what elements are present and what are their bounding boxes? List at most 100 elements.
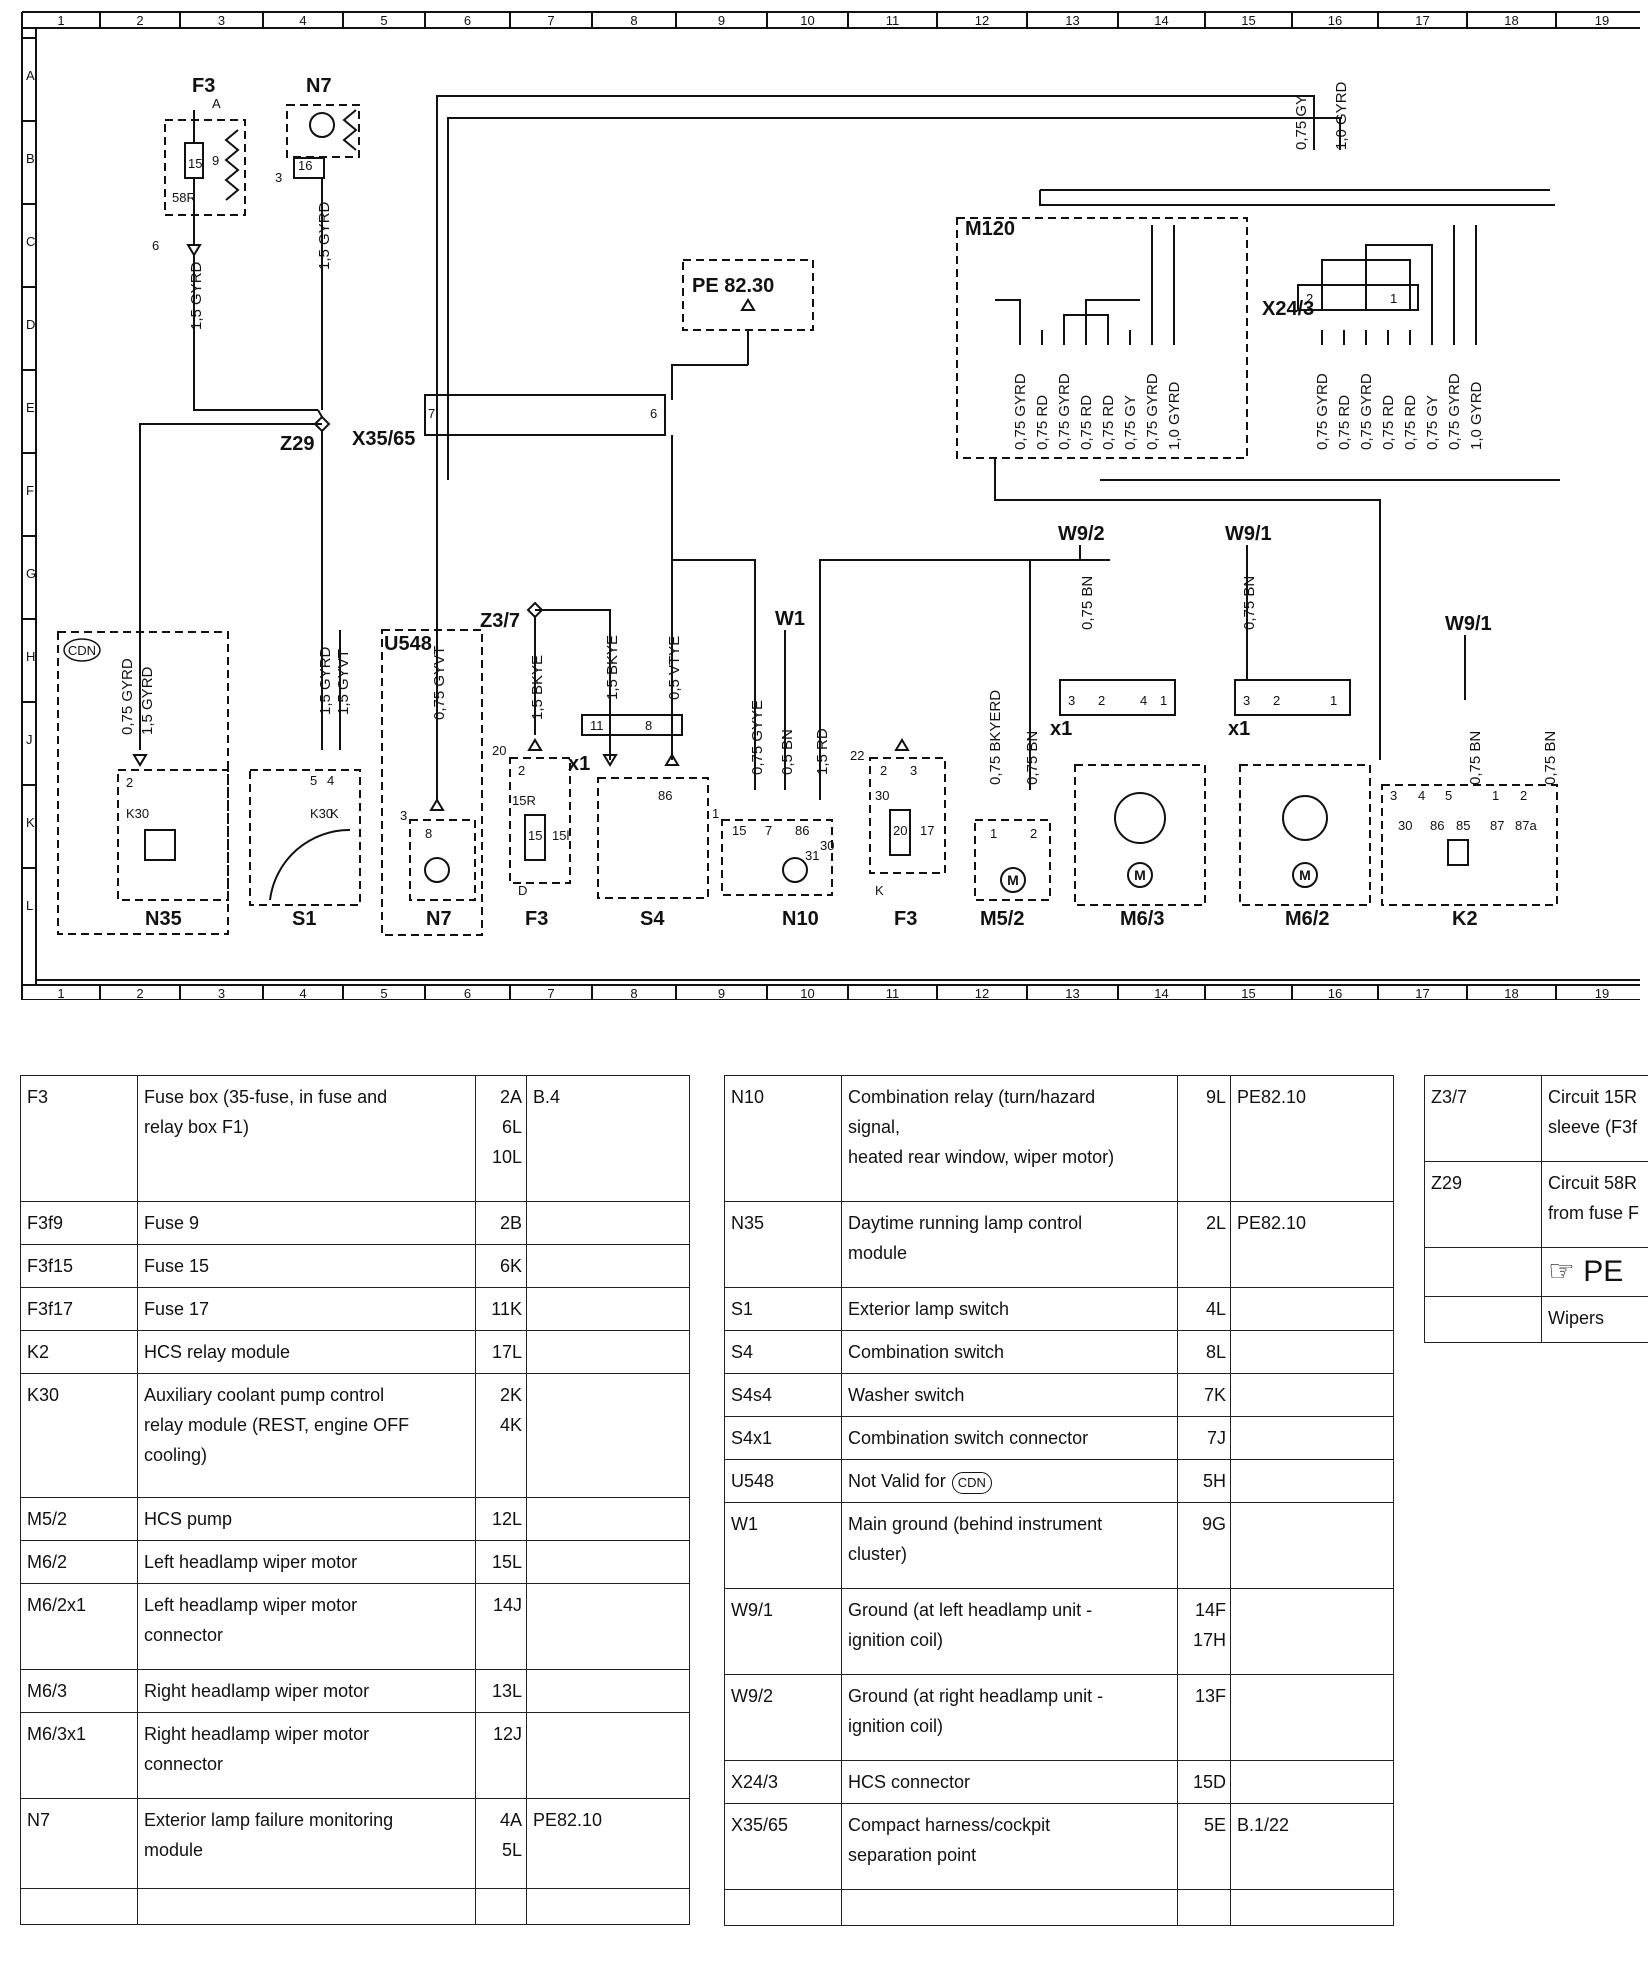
label-x1-c: x1	[1228, 718, 1250, 740]
ruler-row-G: G	[26, 566, 36, 581]
wire-f3-z29	[193, 370, 318, 411]
pin-f3-top-6: 6	[152, 238, 159, 253]
pin-f3-top-58R: 58R	[172, 190, 196, 205]
pin-s4-86: 86	[658, 788, 672, 803]
ruler-col-bottom-17: 17	[1415, 986, 1429, 1000]
legend-description: Combination switch connector	[841, 1416, 1178, 1460]
legend-reference: B.1/22	[1230, 1803, 1394, 1890]
s1-box	[249, 769, 361, 906]
wire-label-f3-top: 1,5 GYRD	[188, 261, 205, 330]
legend-description: HCS relay module	[136, 1330, 477, 1374]
ruler-col-bottom-16: 16	[1328, 986, 1342, 1000]
ruler-col-bottom-7: 7	[547, 986, 554, 1000]
m5-2-box	[974, 819, 1051, 901]
n35-inner	[117, 769, 229, 901]
m6-3-connector	[1059, 679, 1176, 716]
legend-grid-location: 5H	[1176, 1459, 1232, 1503]
ruler-row-A: A	[26, 68, 35, 83]
legend-grid-location: 14J	[475, 1583, 527, 1670]
pin-m62-1: 1	[1330, 693, 1337, 708]
pin-f3m-15l: 15l	[552, 828, 569, 843]
s4-arrow-11	[602, 754, 618, 767]
pin-f3r-22: 22	[850, 748, 864, 763]
legend-description: ☞ PE	[1541, 1247, 1648, 1297]
legend-reference	[526, 1497, 690, 1541]
ruler-col-top-17: 17	[1415, 13, 1429, 28]
legend-description-text: Washer switch	[848, 1385, 965, 1405]
legend-description-text: HCS connector	[848, 1772, 971, 1792]
pin-f3m-D: D	[518, 883, 527, 898]
legend-reference	[526, 1201, 690, 1245]
label-x1-b: x1	[1050, 718, 1072, 740]
pin-f3-top-A: A	[212, 96, 221, 111]
ruler-row-F: F	[26, 483, 34, 498]
legend-description: HCS pump	[136, 1497, 477, 1541]
ruler-col-top-5: 5	[380, 13, 387, 28]
pin-k2-87: 87	[1490, 818, 1504, 833]
label-Z3-7: Z3/7	[480, 610, 520, 632]
ruler-col-bottom-9: 9	[718, 986, 725, 1000]
pin-x24-1: 1	[1390, 291, 1397, 306]
wire-label-m120-2: 0,75 GYRD	[1056, 373, 1073, 450]
pin-f3-top-15: 15	[188, 156, 202, 171]
legend-grid-location: 9L	[1176, 1075, 1232, 1202]
middle-row	[724, 1889, 1394, 1926]
legend-code: M6/3x1	[20, 1712, 138, 1799]
pin-f3r-30: 30	[875, 788, 889, 803]
wire-n10-rd	[819, 559, 1110, 800]
ruler-col-top-7: 7	[547, 13, 554, 28]
m6-3-wiper-icon	[1114, 792, 1166, 844]
pin-n7-top-16: 16	[298, 158, 312, 173]
pin-s1-k30: K30	[310, 806, 333, 821]
wire-label-x24-0: 0,75 GYRD	[1314, 373, 1331, 450]
legend-reference	[1230, 1889, 1394, 1926]
legend-code: F3f17	[20, 1287, 138, 1331]
wire-z29-n35	[139, 423, 322, 750]
legend-code: W9/1	[724, 1588, 842, 1675]
legend-description-text: Exterior lamp failure monitoring module	[144, 1810, 394, 1860]
s1-switch-arc	[269, 828, 351, 901]
legend-grid-location: 9G	[1176, 1502, 1232, 1589]
legend-description-text: Fuse 15	[144, 1256, 210, 1276]
legend-description: Ground (at left headlamp unit - ignition…	[841, 1588, 1178, 1675]
ruler-row-J: J	[26, 732, 33, 747]
legend-code: K2	[20, 1330, 138, 1374]
wire-label-x24-4: 0,75 RD	[1402, 395, 1419, 450]
legend-code: M5/2	[20, 1497, 138, 1541]
legend-code: N35	[724, 1201, 842, 1288]
legend-code	[20, 1888, 138, 1925]
label-N10: N10	[782, 908, 819, 930]
s4-connector	[581, 714, 683, 736]
wire-label-n10-bn: 0,5 BN	[779, 729, 796, 775]
wire-pe	[671, 364, 748, 400]
pin-s1-4: 4	[327, 773, 334, 788]
ruler-col-top-2: 2	[136, 13, 143, 28]
pin-f3r-K: K	[875, 883, 884, 898]
n10-box	[721, 819, 833, 896]
x35-separation-line	[424, 394, 666, 436]
legend-reference	[1230, 1330, 1394, 1374]
wire-label-m120-4: 0,75 RD	[1100, 395, 1117, 450]
fuse-20-right	[889, 809, 911, 856]
ruler-col-top-10: 10	[800, 13, 814, 28]
wire-label-n10-gyye: 0,75 GYYE	[749, 700, 766, 775]
legend-code: S1	[724, 1287, 842, 1331]
label-N7-bottom: N7	[426, 908, 452, 930]
legend-grid-location: 13F	[1176, 1674, 1232, 1761]
legend-description: Main ground (behind instrument cluster)	[841, 1502, 1178, 1589]
pin-m63-4: 4	[1140, 693, 1147, 708]
legend-grid-location: 2K 4K	[475, 1373, 527, 1498]
fuse-15-mid	[524, 814, 546, 861]
legend-grid-location: 5E	[1176, 1803, 1232, 1890]
legend-description-text: Fuse box (35-fuse, in fuse and relay box…	[144, 1087, 388, 1137]
legend-code: S4x1	[724, 1416, 842, 1460]
legend-reference	[526, 1330, 690, 1374]
legend-description: Wipers	[1541, 1296, 1648, 1343]
legend-description: Left headlamp wiper motor connector	[136, 1583, 477, 1670]
